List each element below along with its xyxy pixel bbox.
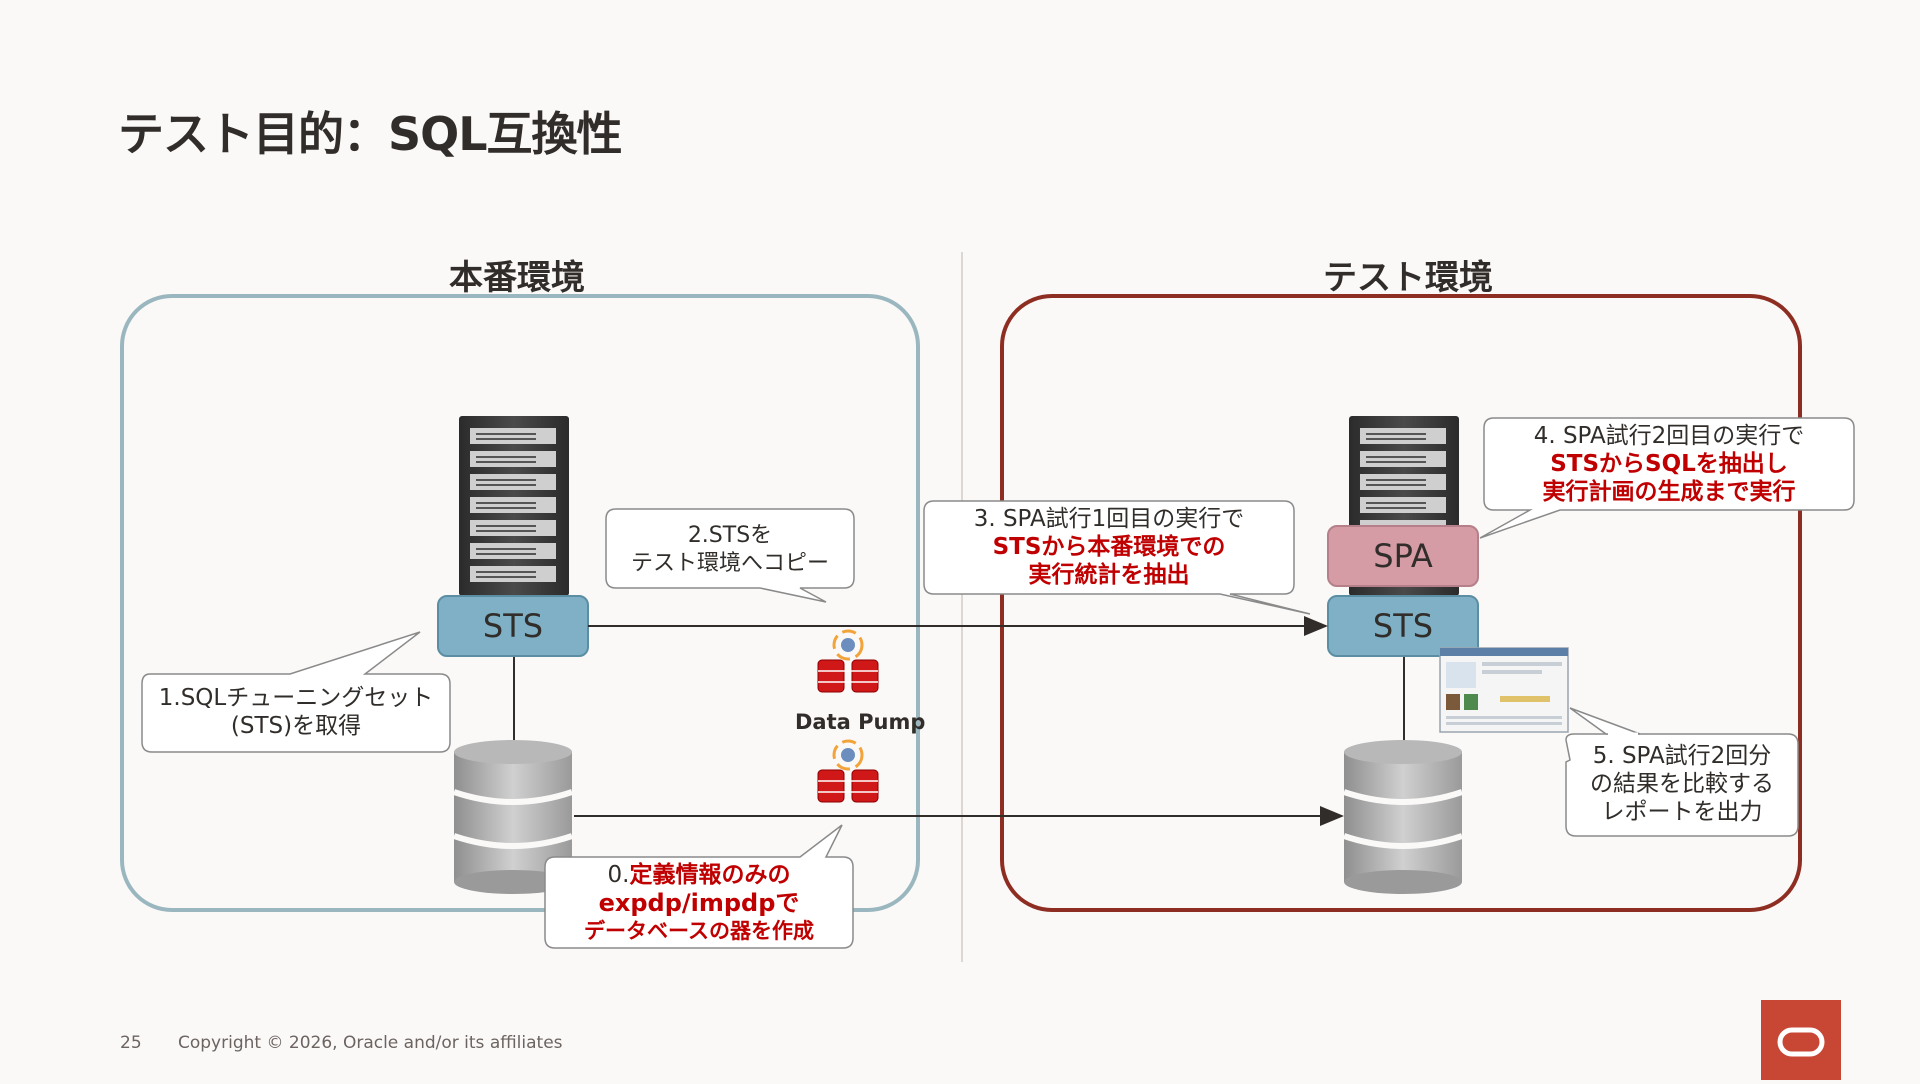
production-env-panel	[120, 294, 920, 912]
callout-step0	[544, 824, 854, 949]
oracle-logo-icon	[1761, 1000, 1841, 1080]
test-env-title: テスト環境	[1323, 258, 1493, 298]
callout-step5	[1565, 733, 1799, 837]
slide-title: テスト目的：SQL互換性	[118, 107, 623, 161]
sts-test-label: STS	[1372, 607, 1434, 645]
callout-step2	[605, 508, 855, 603]
report-screenshot-icon	[1439, 647, 1569, 733]
callout-step4-text: 4. SPA試行2回目の実行で STSからSQLを抽出し 実行計画の生成まで実行	[1533, 423, 1805, 505]
server-rack-icon	[459, 416, 569, 596]
copyright: Copyright © 2026, Oracle and/or its affi…	[178, 1033, 563, 1053]
spa-label: SPA	[1373, 537, 1433, 575]
callout-step2-text: 2.STSを テスト環境へコピー	[630, 523, 829, 576]
callout-step4	[1479, 417, 1855, 539]
data-pump-label: Data Pump	[795, 710, 926, 734]
callout-step3-text: 3. SPA試行1回目の実行で STSから本番環境での 実行統計を抽出	[973, 506, 1245, 588]
callout-step5-text: 5. SPA試行2回分 の結果を比較する レポートを出力	[1590, 743, 1774, 825]
sts-production-label: STS	[482, 607, 544, 645]
callout-step1-text: 1.SQLチューニングセット (STS)を取得	[158, 685, 434, 739]
data-pump-icon	[817, 629, 879, 693]
data-pump-icon	[817, 739, 879, 803]
sts-test-box	[1327, 595, 1479, 657]
spa-box	[1327, 525, 1479, 587]
test-env-panel	[1000, 294, 1802, 912]
env-divider	[961, 252, 963, 962]
callout-step3	[923, 500, 1311, 615]
production-env-title: 本番環境	[449, 258, 585, 298]
database-icon	[1343, 740, 1463, 894]
page-number: 25	[120, 1033, 142, 1053]
callout-step1	[141, 631, 451, 753]
callout-step0-text: 0.定義情報のみの expdp/impdpで データベースの器を作成	[584, 862, 814, 943]
